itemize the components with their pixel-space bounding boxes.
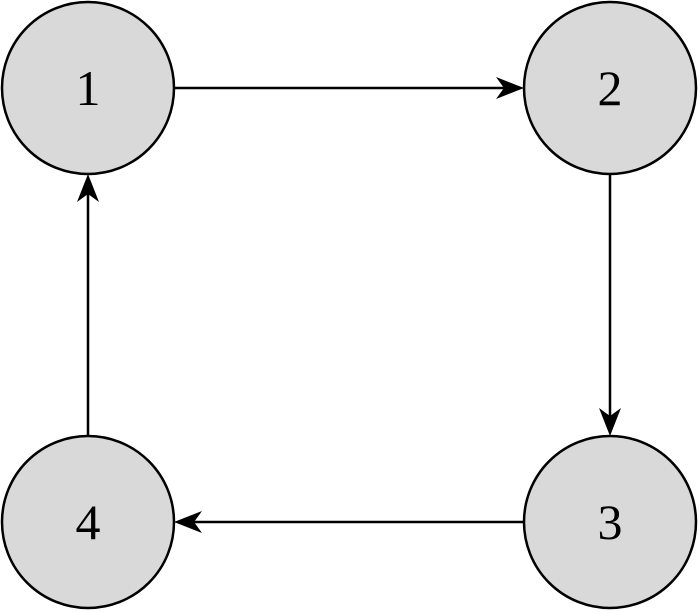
arrowhead-3-to-4 bbox=[174, 511, 202, 533]
node-3-label: 3 bbox=[598, 494, 623, 550]
node-2-label: 2 bbox=[598, 60, 623, 116]
node-1-circle bbox=[0, 0, 176, 176]
node-2: 2 bbox=[522, 0, 698, 176]
node-4: 4 bbox=[0, 434, 176, 610]
node-1-label: 1 bbox=[76, 60, 101, 116]
arrowhead-1-to-2 bbox=[496, 77, 524, 99]
node-4-label: 4 bbox=[76, 494, 101, 550]
node-2-circle bbox=[522, 0, 698, 176]
node-4-circle bbox=[0, 434, 176, 610]
node-3-circle bbox=[522, 434, 698, 610]
arrowhead-4-to-1 bbox=[77, 174, 99, 202]
arrowhead-2-to-3 bbox=[599, 408, 621, 436]
node-1: 1 bbox=[0, 0, 176, 176]
node-3: 3 bbox=[522, 434, 698, 610]
edges-layer bbox=[77, 77, 621, 533]
